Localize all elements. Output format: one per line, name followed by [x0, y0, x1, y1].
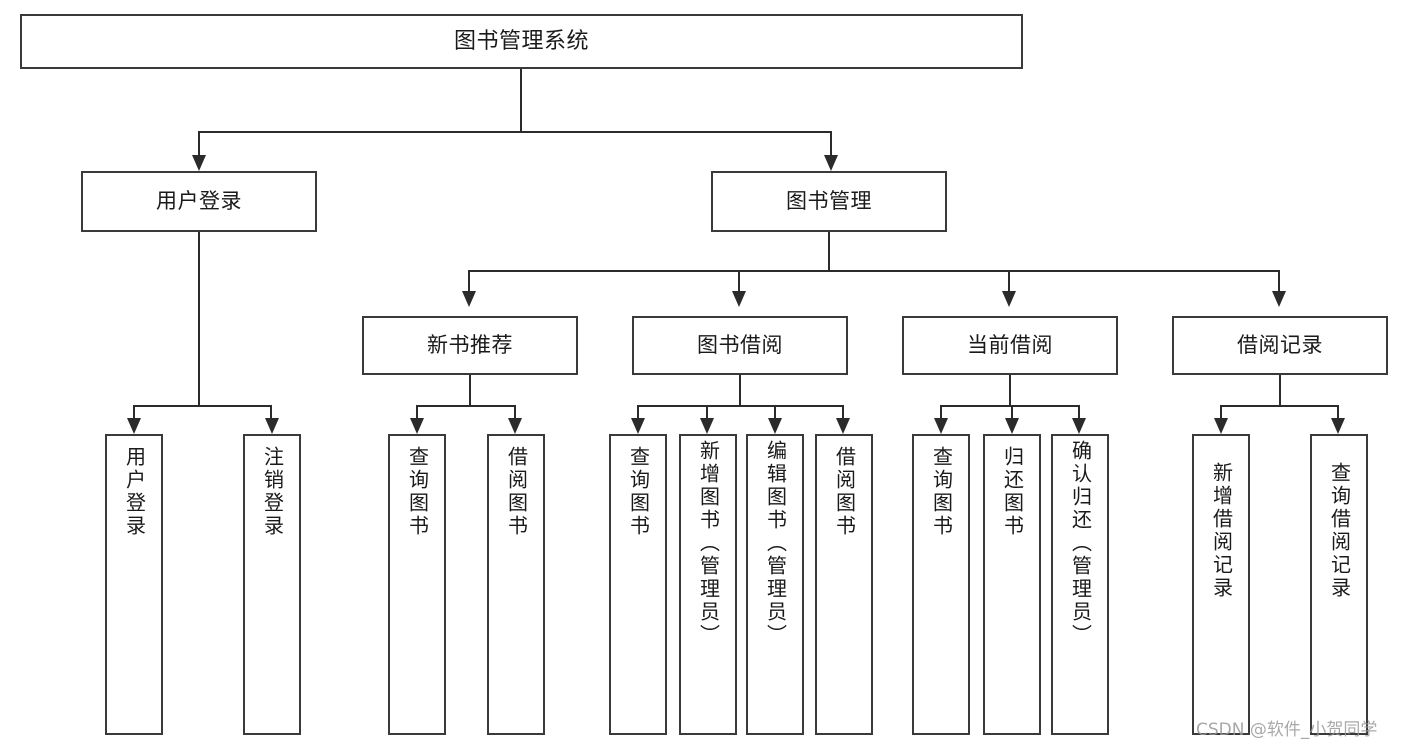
node-label: 新增图书（管理员）: [696, 440, 721, 647]
node-leaf-query-book-1[interactable]: 查询图书: [388, 434, 446, 735]
arrowhead-to-leaf-user-logout: [265, 418, 279, 434]
connector-cb-bus: [940, 405, 1080, 407]
node-leaf-borrow-book-2[interactable]: 借阅图书: [815, 434, 873, 735]
connector-user-login-drop-1: [133, 405, 135, 419]
connector-br-drop-2: [1337, 405, 1339, 419]
connector-nbr-stem: [469, 375, 471, 406]
connector-root-bus: [198, 131, 832, 133]
node-label: 新增借阅记录: [1209, 462, 1234, 600]
connector-root-drop-left: [198, 131, 200, 156]
node-label: 查询图书: [626, 446, 651, 538]
node-label: 用户登录: [122, 446, 147, 538]
node-leaf-query-book-2[interactable]: 查询图书: [609, 434, 667, 735]
node-label: 借阅图书: [504, 446, 529, 538]
node-book-manage[interactable]: 图书管理: [711, 171, 947, 232]
connector-bm-drop-2: [738, 270, 740, 292]
connector-cb-drop-2: [1011, 405, 1013, 419]
arrowhead-to-leaf-return-book: [1005, 418, 1019, 434]
node-label: 注销登录: [260, 446, 285, 538]
arrowhead-to-leaf-add-record: [1214, 418, 1228, 434]
node-leaf-user-logout[interactable]: 注销登录: [243, 434, 301, 735]
arrowhead-to-leaf-query-record: [1331, 418, 1345, 434]
connector-bb-bus: [637, 405, 844, 407]
node-label: 查询借阅记录: [1327, 462, 1352, 600]
connector-user-login-bus: [133, 405, 272, 407]
connector-cb-drop-1: [940, 405, 942, 419]
node-leaf-query-record[interactable]: 查询借阅记录: [1310, 434, 1368, 735]
connector-bm-drop-1: [468, 270, 470, 292]
node-leaf-query-book-3[interactable]: 查询图书: [912, 434, 970, 735]
node-label: 查询图书: [405, 446, 430, 538]
arrowhead-to-leaf-borrow-book-2: [836, 418, 850, 434]
node-label: 当前借阅: [967, 333, 1053, 358]
arrowhead-to-leaf-user-login: [127, 418, 141, 434]
connector-bm-drop-4: [1278, 270, 1280, 292]
arrowhead-to-leaf-query-book-3: [934, 418, 948, 434]
arrowhead-to-user-login: [192, 155, 206, 171]
connector-root-drop-right: [830, 131, 832, 156]
connector-bb-drop-4: [842, 405, 844, 419]
node-root-system[interactable]: 图书管理系统: [20, 14, 1023, 69]
node-leaf-return-book[interactable]: 归还图书: [983, 434, 1041, 735]
connector-br-stem: [1279, 375, 1281, 406]
node-label: 借阅记录: [1237, 333, 1323, 358]
connector-bb-stem: [739, 375, 741, 406]
node-label: 确认归还（管理员）: [1068, 440, 1093, 647]
arrowhead-to-leaf-query-book-1: [410, 418, 424, 434]
connector-br-bus: [1220, 405, 1339, 407]
arrowhead-to-book-borrow: [732, 291, 746, 307]
connector-root-stem: [520, 69, 522, 132]
node-new-book-rec[interactable]: 新书推荐: [362, 316, 578, 375]
node-label: 借阅图书: [832, 446, 857, 538]
node-leaf-add-record[interactable]: 新增借阅记录: [1192, 434, 1250, 735]
node-leaf-confirm-return[interactable]: 确认归还（管理员）: [1051, 434, 1109, 735]
node-user-login[interactable]: 用户登录: [81, 171, 317, 232]
connector-book-manage-stem: [828, 232, 830, 271]
arrowhead-to-leaf-edit-book: [768, 418, 782, 434]
node-leaf-edit-book[interactable]: 编辑图书（管理员）: [746, 434, 804, 735]
node-current-borrow[interactable]: 当前借阅: [902, 316, 1118, 375]
node-leaf-borrow-book-1[interactable]: 借阅图书: [487, 434, 545, 735]
connector-book-manage-bus: [468, 270, 1280, 272]
connector-bb-drop-3: [774, 405, 776, 419]
node-label: 归还图书: [1000, 446, 1025, 538]
arrowhead-to-leaf-query-book-2: [631, 418, 645, 434]
connector-user-login-stem: [198, 232, 200, 406]
connector-bb-drop-2: [706, 405, 708, 419]
arrowhead-to-leaf-confirm-return: [1072, 418, 1086, 434]
node-label: 图书借阅: [697, 333, 783, 358]
node-leaf-user-login[interactable]: 用户登录: [105, 434, 163, 735]
node-leaf-add-book[interactable]: 新增图书（管理员）: [679, 434, 737, 735]
connector-bm-drop-3: [1008, 270, 1010, 292]
node-label: 用户登录: [156, 189, 242, 214]
arrowhead-to-leaf-borrow-book-1: [508, 418, 522, 434]
connector-br-drop-1: [1220, 405, 1222, 419]
node-label: 编辑图书（管理员）: [763, 440, 788, 647]
node-book-borrow[interactable]: 图书借阅: [632, 316, 848, 375]
connector-nbr-bus: [416, 405, 516, 407]
connector-nbr-drop-2: [514, 405, 516, 419]
connector-nbr-drop-1: [416, 405, 418, 419]
arrowhead-to-leaf-add-book: [700, 418, 714, 434]
arrowhead-to-new-book-rec: [462, 291, 476, 307]
node-borrow-record[interactable]: 借阅记录: [1172, 316, 1388, 375]
node-label: 查询图书: [929, 446, 954, 538]
connector-cb-stem: [1009, 375, 1011, 406]
arrowhead-to-current-borrow: [1002, 291, 1016, 307]
connector-cb-drop-3: [1078, 405, 1080, 419]
connector-bb-drop-1: [637, 405, 639, 419]
connector-user-login-drop-2: [270, 405, 272, 419]
node-label: 图书管理系统: [453, 28, 589, 54]
arrowhead-to-borrow-record: [1272, 291, 1286, 307]
node-label: 图书管理: [786, 189, 872, 214]
arrowhead-to-book-manage: [824, 155, 838, 171]
watermark-text: CSDN @软件_小贺同学: [1196, 720, 1378, 740]
node-label: 新书推荐: [427, 333, 513, 358]
